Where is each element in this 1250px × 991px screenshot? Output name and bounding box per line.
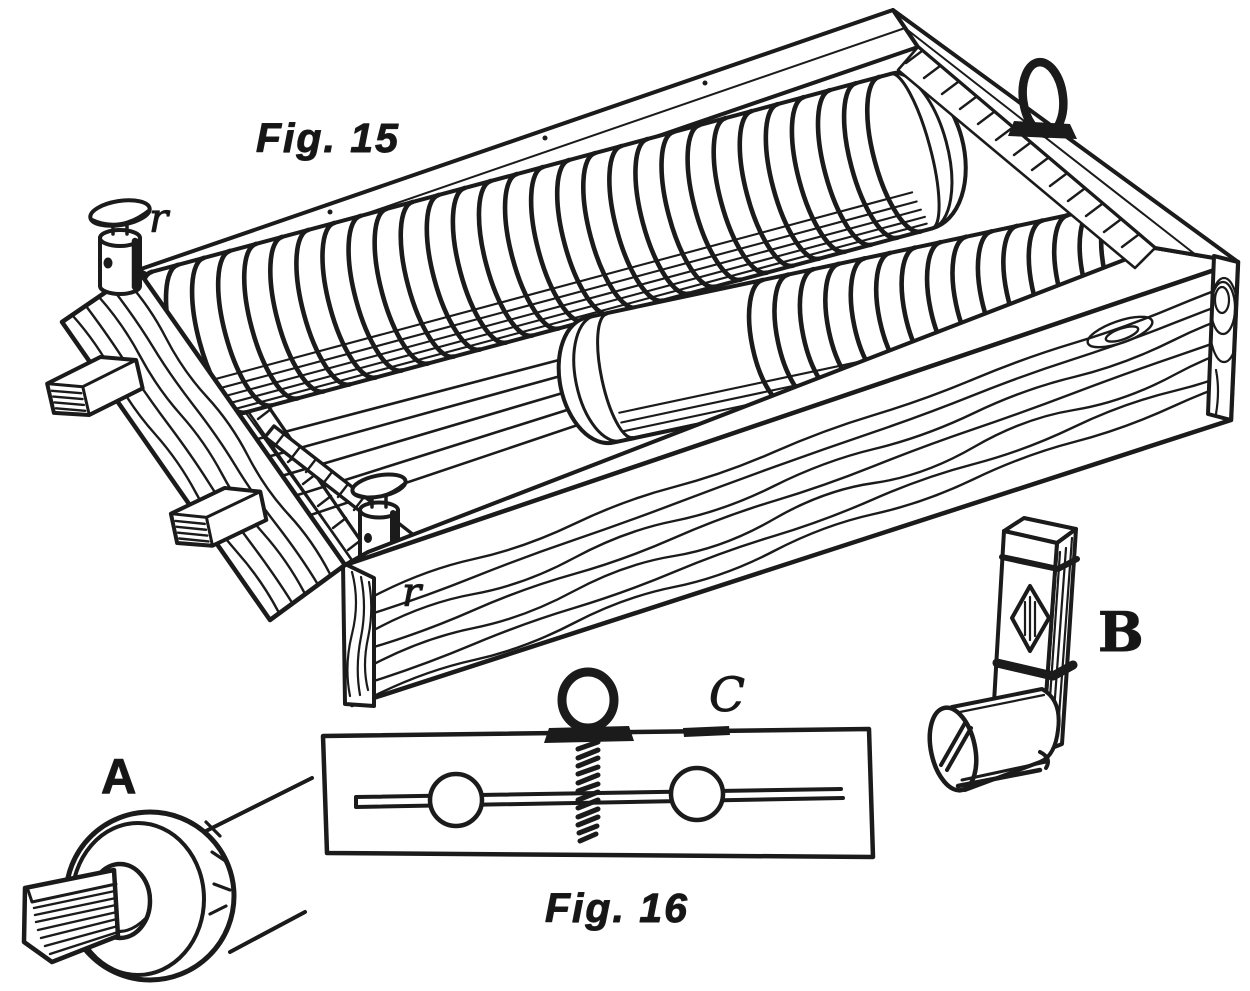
label-r-back-thumbscrew: r <box>149 196 171 242</box>
fig16-ring <box>557 667 619 733</box>
fig15-caption: Fig. 15 <box>256 115 400 161</box>
frame-lifting-ring <box>1008 57 1077 139</box>
fig16-keyhole-right <box>668 765 726 823</box>
frame-corner-post <box>341 561 376 708</box>
detail-b-bracket <box>927 516 1080 793</box>
frame-end-grain-knot <box>1206 254 1240 422</box>
fig16-caption: Fig. 16 <box>545 885 689 931</box>
thumbscrew-back <box>88 198 152 296</box>
detail-a-roller-end <box>21 776 314 983</box>
fig16-keyhole-left <box>427 771 485 829</box>
fig16-plate <box>320 667 876 860</box>
label-c-lifting-ring: C <box>709 668 745 723</box>
label-a-roller-shaft-end: A <box>101 750 136 804</box>
fig16-screw-thread <box>575 739 601 844</box>
label-b-bearing-bracket: B <box>1098 600 1144 664</box>
label-r-front-thumbscrew: r <box>402 570 424 616</box>
